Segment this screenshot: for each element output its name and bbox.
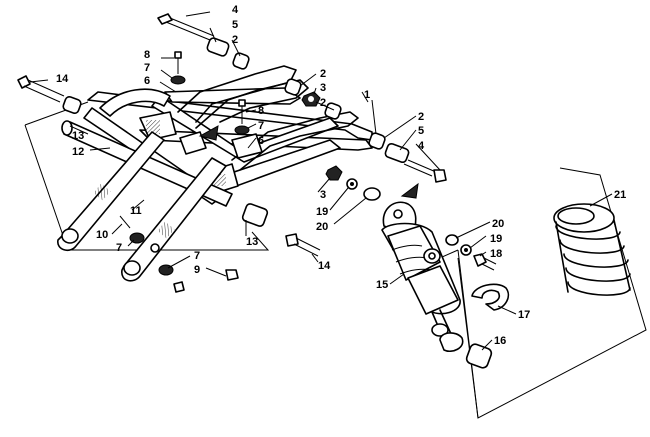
callout-15: 15	[376, 279, 388, 291]
callout-6-top: 6	[144, 75, 150, 87]
callout-14-front: 14	[318, 260, 331, 272]
callout-14-left: 14	[56, 73, 69, 85]
callout-2-top: 2	[232, 34, 238, 46]
lower-bushing	[465, 343, 493, 369]
callout-1: 1	[364, 89, 370, 101]
shock-absorber	[381, 182, 464, 353]
callout-8-mid: 8	[258, 105, 264, 117]
upper-hardware-chain	[157, 13, 342, 120]
callout-2-mid: 2	[320, 68, 326, 80]
callout-19-shock-side: 19	[490, 233, 502, 245]
callout-8-top: 8	[144, 49, 150, 61]
small-bolts-washers	[170, 51, 250, 135]
callout-20-shock-top: 20	[316, 221, 328, 233]
right-hardware-chain	[368, 132, 447, 183]
callout-7-lower: 7	[194, 250, 200, 262]
left-bolt-and-bushing	[17, 75, 82, 114]
callout-21: 21	[614, 189, 626, 201]
callout-5-top: 5	[232, 19, 238, 31]
callout-5-right: 5	[418, 125, 424, 137]
callout-18: 18	[490, 248, 502, 260]
shock-side-hardware	[445, 234, 497, 271]
callout-9: 9	[194, 264, 200, 276]
callout-19-shock-top: 19	[316, 206, 328, 218]
callout-13-front: 13	[246, 236, 258, 248]
callout-6-mid: 6	[258, 135, 264, 147]
callout-3-mid: 3	[320, 82, 326, 94]
leader-lines	[29, 11, 613, 351]
callout-11: 11	[130, 205, 142, 217]
callout-labels: 4 5 2 8 7 6 14 2 3 2 1 8 7 6 2 5 4 13 12…	[56, 4, 626, 347]
retaining-clip	[471, 283, 510, 311]
callout-7-mid: 7	[258, 120, 264, 132]
callout-7-lower-left: 7	[116, 242, 122, 254]
callout-4-right: 4	[418, 140, 425, 152]
callout-17: 17	[518, 309, 530, 321]
callout-10: 10	[96, 229, 108, 241]
front-bushing-bolt	[241, 203, 321, 257]
callout-7-top: 7	[144, 62, 150, 74]
lower-shaft-and-straps	[57, 120, 233, 282]
callout-4-top: 4	[232, 4, 239, 16]
callout-13-left: 13	[72, 130, 84, 142]
coil-spring	[553, 203, 631, 296]
shock-top-hardware	[325, 165, 381, 201]
callout-12: 12	[72, 146, 84, 158]
callout-2-right: 2	[418, 111, 424, 123]
callout-2-mid-lower: 2	[320, 97, 326, 109]
callout-3-shock: 3	[320, 189, 326, 201]
callout-16: 16	[494, 335, 506, 347]
callout-20-shock-side: 20	[492, 218, 504, 230]
